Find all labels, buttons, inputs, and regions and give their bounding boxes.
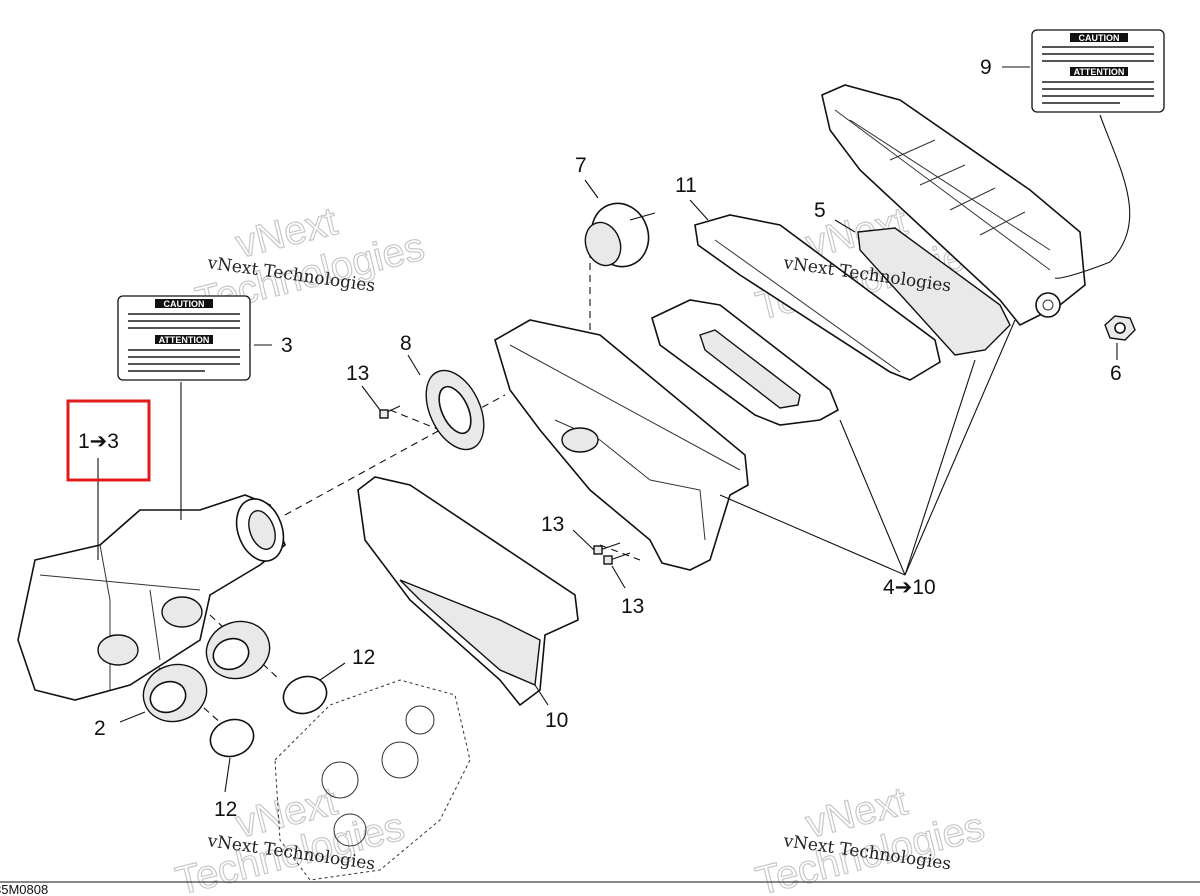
intake-housing-part-1 — [17, 494, 286, 701]
gasket-part-5 — [857, 227, 1011, 356]
callout-labels: 1➔3 2 3 4➔10 5 6 7 8 9 10 11 12 12 13 13… — [78, 56, 1122, 821]
gasket-ring-part — [651, 299, 840, 426]
attention-heading: ATTENTION — [1074, 67, 1125, 77]
attention-heading: ATTENTION — [159, 335, 210, 345]
engine-throttle-body — [274, 679, 471, 881]
callout-13: 13 — [541, 513, 564, 536]
callout-9: 9 — [980, 56, 992, 79]
callout-12: 12 — [214, 798, 237, 821]
leader-lines — [97, 66, 1131, 793]
silencer-cover-part — [821, 84, 1086, 327]
caution-label-part-9: CAUTION ATTENTION — [1031, 29, 1165, 113]
callout-6: 6 — [1110, 362, 1122, 385]
lower-silencer-part-10 — [357, 476, 579, 707]
clamp-parts-12 — [209, 675, 328, 758]
callout-4-to-10: 4➔10 — [883, 576, 936, 599]
duct-connector-part-7 — [584, 202, 656, 268]
callout-3: 3 — [281, 334, 293, 357]
callout-12: 12 — [352, 646, 375, 669]
rubber-sleeve-part-2 — [142, 620, 271, 723]
nut-part-6 — [1104, 315, 1136, 341]
callout-13: 13 — [346, 362, 369, 385]
callout-7: 7 — [575, 154, 587, 177]
foam-part-11 — [694, 214, 941, 381]
drawing-code: 35M0808 — [0, 882, 48, 896]
callout-11: 11 — [675, 174, 697, 197]
callout-13: 13 — [621, 595, 644, 618]
highlight-box — [66, 399, 151, 482]
callout-10: 10 — [545, 709, 568, 732]
callout-8: 8 — [400, 332, 412, 355]
callout-5: 5 — [814, 199, 826, 222]
air-box-body-part — [494, 319, 749, 571]
rubber-ring-part-8 — [425, 369, 485, 451]
callout-2: 2 — [94, 717, 106, 740]
caution-heading: CAUTION — [1079, 33, 1120, 43]
callout-1-to-3: 1➔3 — [78, 430, 119, 453]
caution-heading: CAUTION — [164, 299, 205, 309]
caution-label-part-3: CAUTION ATTENTION — [117, 295, 251, 381]
